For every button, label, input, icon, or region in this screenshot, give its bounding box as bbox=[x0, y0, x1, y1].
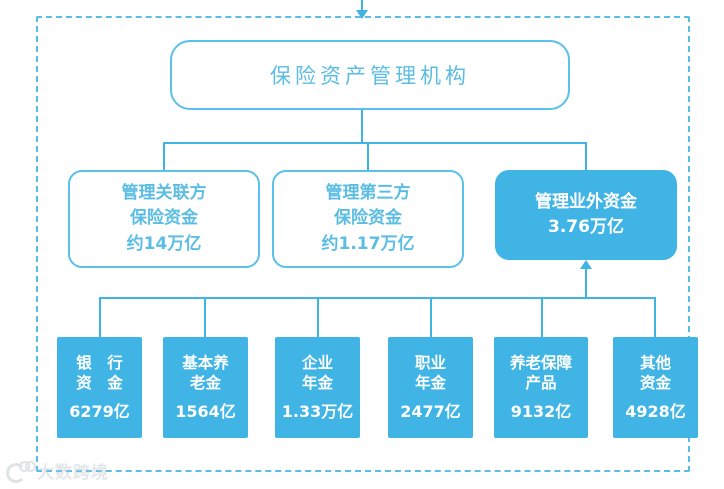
level3-drop-line-3 bbox=[317, 297, 319, 337]
node-value: 约1.17万亿 bbox=[321, 233, 415, 254]
node-line2: 老金 bbox=[189, 374, 221, 393]
level2-drop-line-3 bbox=[585, 142, 587, 170]
node-root[interactable]: 保险资产管理机构 bbox=[170, 40, 570, 110]
level2-bus-line bbox=[163, 142, 587, 144]
node-line2: 保险资金 bbox=[334, 208, 402, 229]
external-funds-arrow-up-icon bbox=[580, 260, 592, 269]
level3-drop-line-4 bbox=[430, 297, 432, 337]
node-other-funds[interactable]: 其他 资金 4928亿 bbox=[613, 337, 698, 438]
node-value: 3.76万亿 bbox=[548, 217, 624, 237]
root-stem-line bbox=[361, 110, 363, 142]
node-line1: 企业 bbox=[301, 353, 333, 372]
node-occupational-annuity[interactable]: 职业 年金 2477亿 bbox=[388, 337, 473, 438]
node-line1: 职业 bbox=[414, 353, 446, 372]
node-managed-affiliated-funds[interactable]: 管理关联方 保险资金 约14万亿 bbox=[68, 170, 260, 268]
node-pension-security-products[interactable]: 养老保障 产品 9132亿 bbox=[494, 337, 588, 438]
node-line1: 银 行 bbox=[76, 353, 128, 372]
node-value: 6279亿 bbox=[69, 401, 130, 421]
entry-connector-line bbox=[361, 0, 363, 12]
level3-drop-line-1 bbox=[99, 297, 101, 337]
node-line1: 管理业外资金 bbox=[535, 191, 637, 212]
watermark-logo-icon bbox=[6, 460, 36, 483]
node-value: 约14万亿 bbox=[126, 233, 202, 254]
level3-bus-line bbox=[99, 297, 655, 299]
node-root-label: 保险资产管理机构 bbox=[270, 64, 470, 88]
node-value: 1.33万亿 bbox=[281, 401, 354, 421]
node-line1: 管理关联方 bbox=[121, 183, 207, 204]
level2-drop-line-1 bbox=[163, 142, 165, 170]
node-value: 2477亿 bbox=[400, 401, 461, 421]
node-line2: 产品 bbox=[525, 374, 557, 393]
node-enterprise-annuity[interactable]: 企业 年金 1.33万亿 bbox=[275, 337, 360, 438]
level2-drop-line-2 bbox=[367, 142, 369, 170]
node-bank-funds[interactable]: 银 行 资 金 6279亿 bbox=[57, 337, 142, 438]
level3-drop-line-2 bbox=[204, 297, 206, 337]
node-line1: 基本养 bbox=[182, 353, 229, 372]
level3-drop-line-6 bbox=[654, 297, 656, 337]
entry-arrow-down-icon bbox=[356, 10, 368, 19]
node-line1: 管理第三方 bbox=[325, 183, 411, 204]
level3-drop-line-5 bbox=[541, 297, 543, 337]
node-line2: 资金 bbox=[639, 374, 671, 393]
node-line1: 其他 bbox=[639, 353, 671, 372]
node-line1: 养老保障 bbox=[509, 353, 572, 372]
watermark-text: 大数跨境 bbox=[37, 463, 109, 483]
node-line2: 年金 bbox=[301, 374, 333, 393]
node-managed-external-funds[interactable]: 管理业外资金 3.76万亿 bbox=[495, 170, 677, 260]
node-basic-pension[interactable]: 基本养 老金 1564亿 bbox=[163, 337, 248, 438]
node-line2: 资 金 bbox=[76, 374, 128, 393]
node-line2: 年金 bbox=[414, 374, 446, 393]
node-value: 9132亿 bbox=[510, 401, 572, 421]
external-funds-uplink-line bbox=[585, 268, 587, 298]
node-value: 4928亿 bbox=[625, 401, 686, 421]
node-value: 1564亿 bbox=[175, 401, 236, 421]
node-managed-thirdparty-funds[interactable]: 管理第三方 保险资金 约1.17万亿 bbox=[272, 170, 464, 268]
node-line2: 保险资金 bbox=[130, 208, 198, 229]
watermark: 大数跨境 bbox=[6, 458, 109, 483]
